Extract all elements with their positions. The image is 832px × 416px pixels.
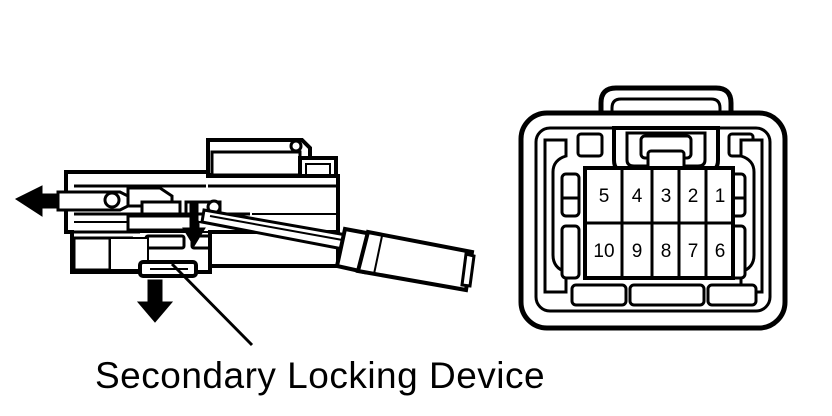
pin-cell-10: 10: [593, 241, 614, 262]
arrow-press-lock-down-inner: [182, 203, 206, 247]
connector-cross-section: [14, 138, 476, 347]
secondary-locking-device-tab[interactable]: [138, 260, 198, 278]
pin-cell-2: 2: [688, 186, 699, 207]
pin-cell-1: 1: [715, 186, 726, 207]
bottom-slot-1: [570, 283, 628, 307]
latch-tab[interactable]: [612, 126, 720, 174]
arrow-release-lock-down: [136, 279, 174, 323]
pin-cell-7: 7: [688, 241, 699, 262]
pin-cell-5: 5: [599, 186, 610, 207]
slot-left-lower: [560, 224, 581, 280]
screwdriver: [200, 208, 476, 293]
pin-cell-3: 3: [661, 186, 672, 207]
leader-line-to-locking-device: [170, 262, 254, 347]
pin-cell-4: 4: [632, 186, 643, 207]
pin-cell-8: 8: [661, 241, 672, 262]
caption-secondary-locking-device: Secondary Locking Device: [95, 355, 545, 396]
bottom-slot-3: [706, 283, 758, 307]
bottom-slot-2: [628, 283, 706, 307]
pin-grid: 5 4 3 2 1 10 9 8 7 6: [583, 166, 735, 280]
pin-cell-6: 6: [715, 241, 726, 262]
connector-face-view: 5 4 3 2 1 10 9 8 7 6: [518, 85, 788, 331]
key-square-left: [576, 132, 604, 158]
upper-housing-block: [206, 138, 312, 177]
pin-cell-9: 9: [632, 241, 643, 262]
slot-left-upper: [560, 172, 581, 218]
